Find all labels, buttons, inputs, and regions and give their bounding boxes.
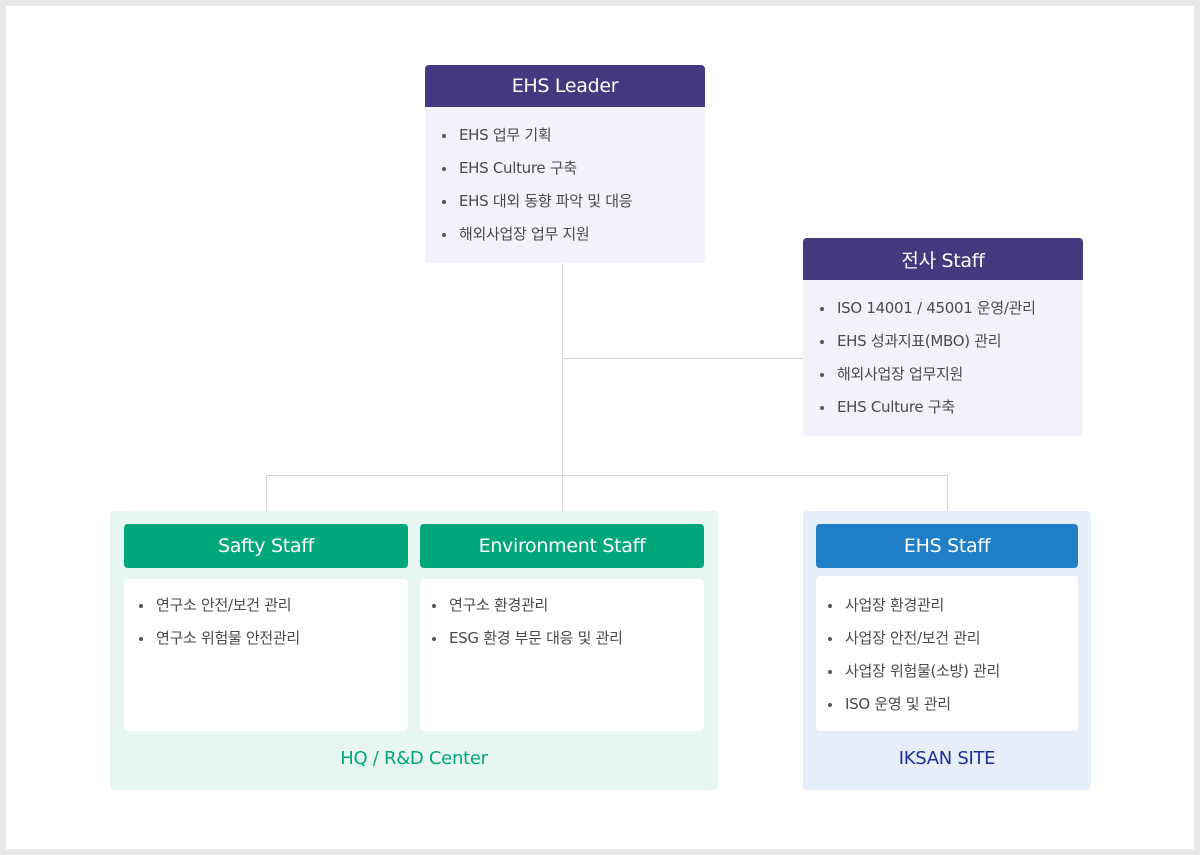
list-item: 연구소 환경관리	[431, 589, 623, 622]
environment-staff-title: Environment Staff	[478, 535, 646, 557]
ehs-leader-body	[425, 107, 705, 263]
list-item: 사업장 위험물(소방) 관리	[827, 655, 1000, 688]
connector-branch-horizontal	[266, 475, 948, 476]
list-item: 연구소 안전/보건 관리	[138, 589, 300, 622]
connector-safety-vertical	[266, 475, 267, 524]
list-item: 사업장 환경관리	[827, 589, 1000, 622]
ehs-staff-header: EHS Staff	[816, 524, 1078, 568]
ehs-staff-body	[816, 576, 1078, 731]
list-item: ESG 환경 부문 대응 및 관리	[431, 622, 623, 655]
list-item: EHS 성과지표(MBO) 관리	[819, 325, 1036, 358]
corporate-staff-duties: ISO 14001 / 45001 운영/관리 EHS 성과지표(MBO) 관리…	[819, 292, 1036, 424]
ehs-leader-title: EHS Leader	[511, 75, 619, 97]
iksan-site-label: IKSAN SITE	[898, 748, 996, 769]
list-item: 해외사업장 업무 지원	[441, 218, 632, 251]
corporate-staff-body	[803, 280, 1083, 436]
connector-corporate-horizontal	[562, 358, 803, 359]
safety-staff-header: Safty Staff	[124, 524, 408, 568]
safety-staff-duties: 연구소 안전/보건 관리 연구소 위험물 안전관리	[138, 589, 300, 655]
corporate-staff-title: 전사 Staff	[901, 249, 985, 272]
environment-staff-body	[420, 579, 704, 731]
list-item: EHS Culture 구축	[819, 391, 1036, 424]
list-item: EHS 대외 동향 파악 및 대응	[441, 185, 633, 218]
list-item: 해외사업장 업무지원	[819, 358, 1036, 391]
safety-staff-title: Safty Staff	[217, 535, 315, 557]
corporate-staff-header: 전사 Staff	[803, 238, 1083, 280]
list-item: 연구소 위험물 안전관리	[138, 622, 300, 655]
environment-staff-header: Environment Staff	[420, 524, 704, 568]
hq-rd-center-label: HQ / R&D Center	[340, 748, 488, 769]
ehs-staff-title: EHS Staff	[903, 535, 991, 557]
list-item: ISO 14001 / 45001 운영/관리	[819, 292, 1036, 325]
ehs-leader-duties: EHS 업무 기획 EHS Culture 구축 EHS 대외 동향 파악 및 …	[441, 119, 633, 251]
ehs-staff-duties: 사업장 환경관리 사업장 안전/보건 관리 사업장 위험물(소방) 관리 ISO…	[827, 589, 1000, 721]
connector-leader-vertical	[562, 263, 563, 523]
ehs-leader-header: EHS Leader	[425, 65, 705, 107]
list-item: EHS 업무 기획	[441, 119, 632, 152]
list-item: EHS Culture 구축	[441, 152, 632, 185]
list-item: 사업장 안전/보건 관리	[827, 622, 1000, 655]
environment-staff-duties: 연구소 환경관리 ESG 환경 부문 대응 및 관리	[431, 589, 623, 655]
connector-site-vertical	[947, 475, 948, 524]
list-item: ISO 운영 및 관리	[827, 688, 1000, 721]
safety-staff-body	[124, 579, 408, 731]
